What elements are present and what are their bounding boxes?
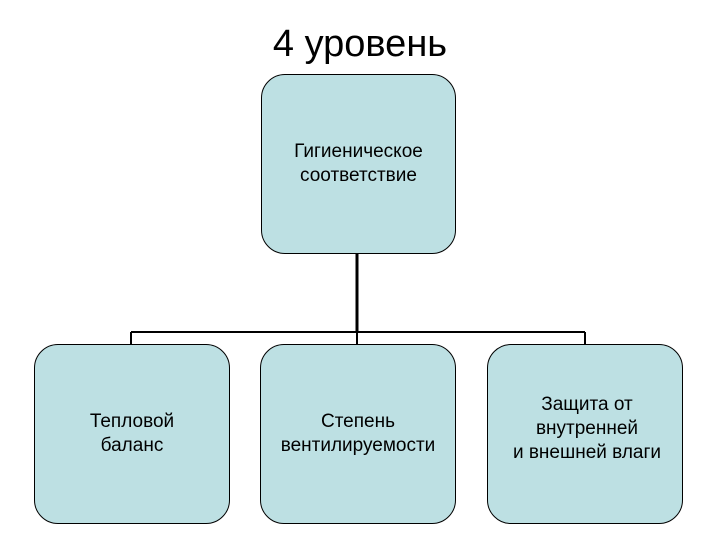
- child-node-moisture-protection: Защита от внутренней и внешней влаги: [487, 344, 683, 524]
- root-node-hygienic-compliance: Гигиеническое соответствие: [261, 74, 456, 254]
- child-node-label: Тепловой баланс: [89, 411, 175, 456]
- slide-title: 4 уровень: [272, 23, 448, 65]
- child-node-label: Степень вентилируемости: [280, 411, 436, 456]
- child-node-label: Защита от внутренней и внешней влаги: [512, 394, 662, 463]
- root-node-label: Гигиеническое соответствие: [294, 141, 423, 186]
- child-node-ventilation: Степень вентилируемости: [260, 344, 456, 524]
- child-node-heat-balance: Тепловой баланс: [34, 344, 230, 524]
